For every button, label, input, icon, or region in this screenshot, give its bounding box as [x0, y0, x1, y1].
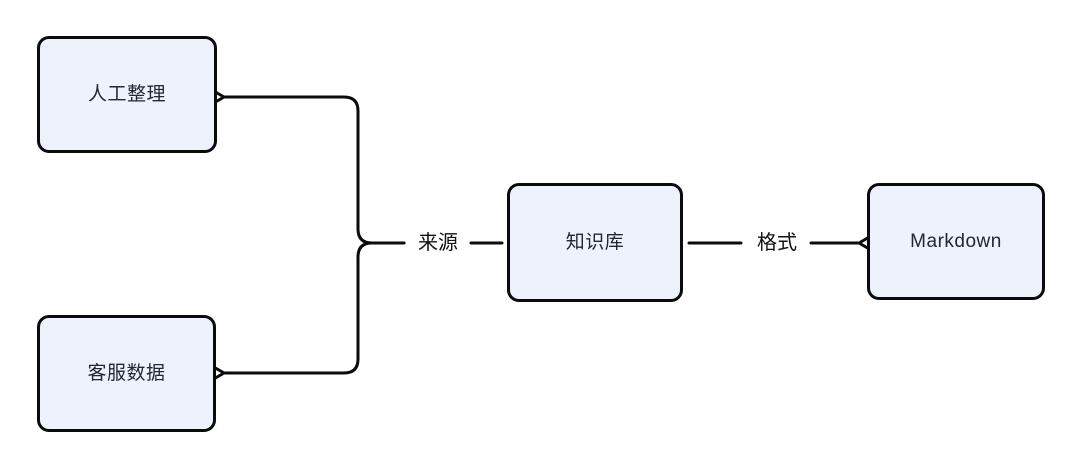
node-knowledge-base-label: 知识库: [565, 232, 625, 253]
edge-kb-to-service: [210, 241, 406, 382]
node-markdown: Markdown: [867, 183, 1045, 300]
node-markdown-label: Markdown: [910, 231, 1002, 252]
edge-label-format: 格式: [755, 232, 799, 254]
node-manual: 人工整理: [37, 36, 217, 153]
node-service: 客服数据: [37, 315, 216, 432]
edge-kb-to-manual: [210, 88, 406, 245]
edge-label-source: 来源: [416, 232, 460, 254]
node-manual-label: 人工整理: [87, 84, 166, 105]
node-service-label: 客服数据: [87, 363, 166, 384]
node-knowledge-base: 知识库: [507, 183, 683, 302]
